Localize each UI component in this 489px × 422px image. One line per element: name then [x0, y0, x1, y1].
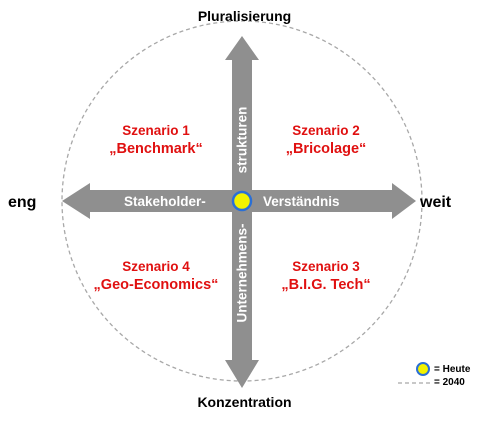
scenario-2: Szenario 2 „Bricolage“ [256, 122, 396, 158]
scenario-3-label: Szenario 3 [292, 259, 360, 274]
legend-today-label: = Heute [434, 364, 471, 375]
scenario-4-name: „Geo-Economics“ [93, 277, 219, 293]
axis-left-label: eng [8, 194, 37, 211]
scenario-1-label: Szenario 1 [122, 123, 190, 138]
vertical-axis-text-lower: Unternehmens- [234, 223, 250, 323]
horizontal-axis-text-right: Verständnis [263, 194, 340, 209]
legend-future-label: = 2040 [434, 377, 465, 388]
scenario-1: Szenario 1 „Benchmark“ [86, 122, 226, 158]
axis-right-label: weit [420, 194, 452, 211]
today-marker [231, 190, 253, 212]
axis-bottom-label: Konzentration [197, 394, 292, 410]
scenario-3-name: „B.I.G. Tech“ [281, 277, 371, 293]
scenario-1-name: „Benchmark“ [109, 141, 203, 157]
vertical-axis-arrow [225, 36, 259, 388]
horizontal-axis-text-left: Stakeholder- [124, 194, 206, 209]
scenario-3: Szenario 3 „B.I.G. Tech“ [256, 258, 396, 294]
vertical-axis-text-upper: strukturen [234, 106, 250, 174]
legend-today-marker [416, 362, 430, 376]
scenario-2-label: Szenario 2 [292, 123, 360, 138]
axis-top-label: Pluralisierung [197, 8, 292, 24]
scenario-4-label: Szenario 4 [122, 259, 190, 274]
scenario-2-name: „Bricolage“ [285, 141, 367, 157]
scenario-4: Szenario 4 „Geo-Economics“ [76, 258, 236, 294]
